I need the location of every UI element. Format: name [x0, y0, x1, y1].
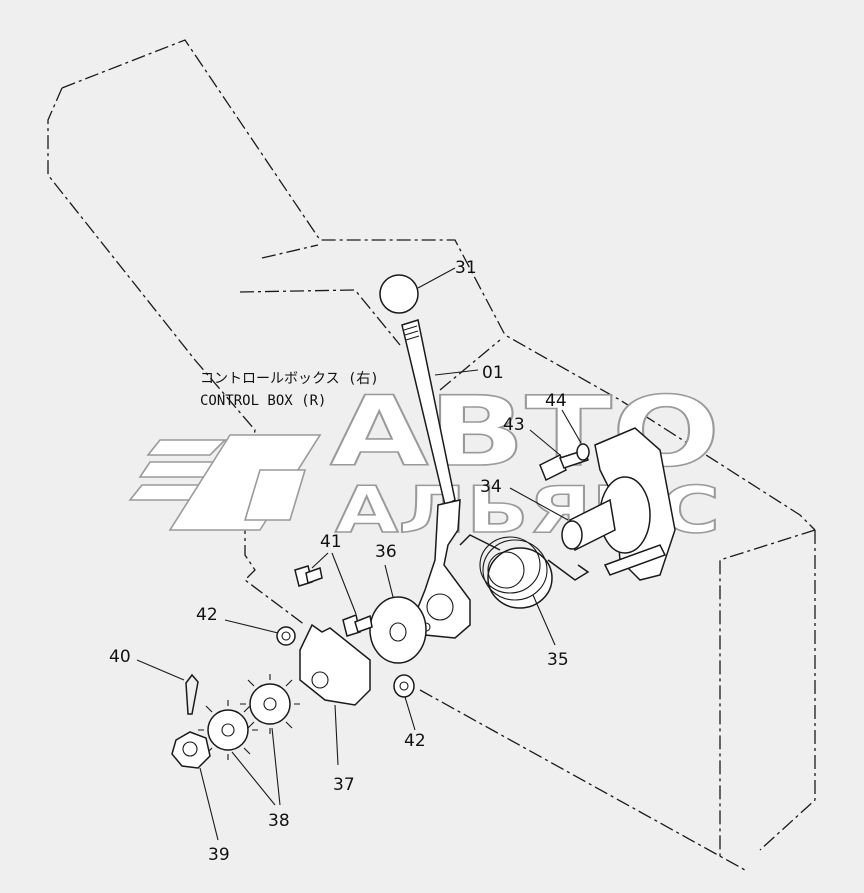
callout-44: 44 — [545, 391, 567, 411]
caption-english: CONTROL BOX (R) — [200, 393, 326, 409]
part-34-bracket — [509, 427, 676, 581]
callout-31: 31 — [455, 258, 477, 278]
callout-01: 01 — [482, 363, 504, 383]
callout-38: 38 — [268, 811, 290, 831]
watermark-logo — [128, 434, 322, 531]
callout-41: 41 — [320, 532, 342, 552]
part-41-bolts — [294, 552, 373, 637]
callout-42-right: 42 — [404, 731, 426, 751]
part-36-plate — [369, 564, 427, 664]
part-40-cotter-pin — [136, 659, 199, 715]
callout-labels: 31 01 44 43 34 41 36 42 40 35 42 37 38 3… — [109, 258, 569, 865]
caption-japanese: コントロールボックス (右) — [200, 371, 379, 387]
callout-40: 40 — [109, 647, 131, 667]
callout-37: 37 — [333, 775, 355, 795]
part-44-washer — [561, 409, 590, 461]
part-35-spring — [459, 534, 590, 646]
part-39-castle-nut — [171, 731, 219, 841]
control-box-outline — [47, 39, 816, 871]
callout-39: 39 — [208, 845, 230, 865]
callout-42-left: 42 — [196, 605, 218, 625]
part-42-nuts — [224, 619, 416, 731]
part-38-toothed-washers — [198, 674, 300, 806]
part-37-lock-plate — [299, 623, 371, 766]
callout-34: 34 — [480, 477, 502, 497]
callout-36: 36 — [375, 542, 397, 562]
part-31-knob — [379, 267, 456, 314]
callout-43: 43 — [503, 415, 525, 435]
caption: コントロールボックス (右) CONTROL BOX (R) — [200, 371, 379, 409]
callout-35: 35 — [547, 650, 569, 670]
